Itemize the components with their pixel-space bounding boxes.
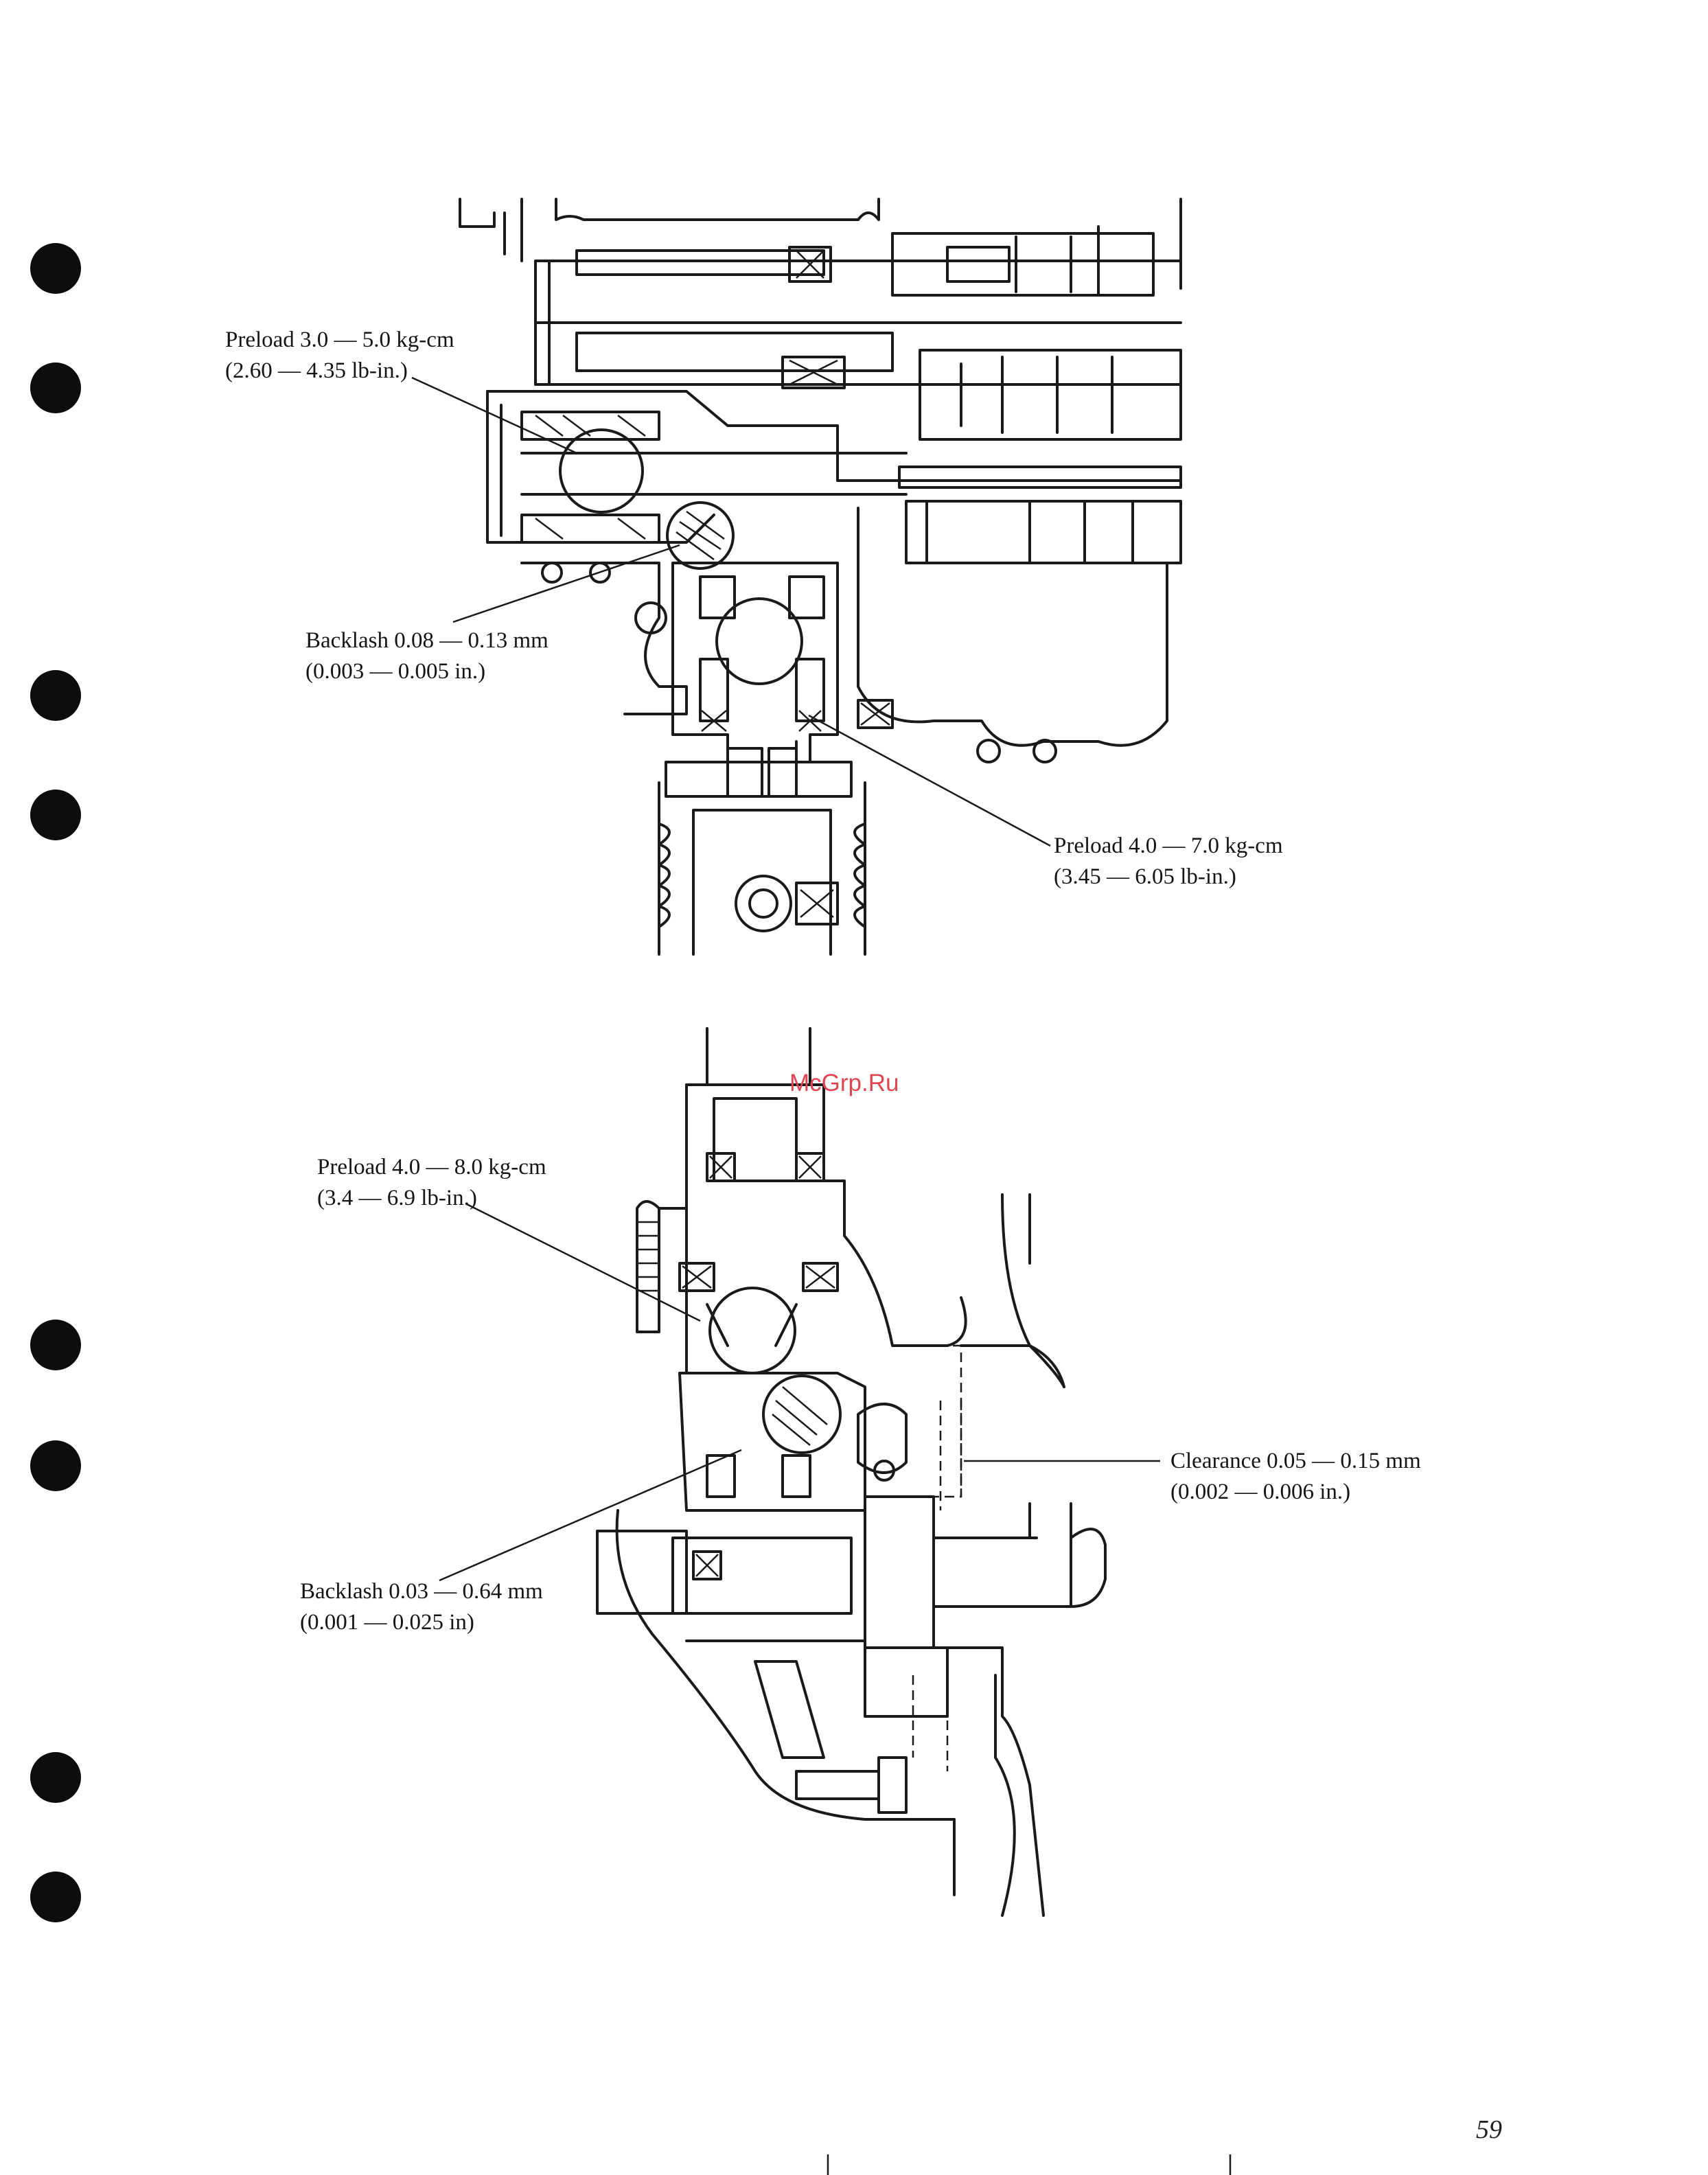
callout-preload-lower: Preload 4.0 — 8.0 kg-cm (3.4 — 6.9 lb-in… — [317, 1152, 546, 1214]
callout-clearance-lower: Clearance 0.05 — 0.15 mm (0.002 — 0.006 … — [1170, 1446, 1421, 1508]
callout-backlash-upper: Backlash 0.08 — 0.13 mm (0.003 — 0.005 i… — [305, 625, 549, 687]
watermark: McGrp.Ru — [789, 1070, 899, 1097]
lower-final-drive-drawing — [439, 1028, 1160, 1915]
callout-backlash-lower: Backlash 0.03 — 0.64 mm (0.001 — 0.025 i… — [300, 1576, 543, 1638]
page-number: 59 — [1476, 2115, 1502, 2145]
callout-preload-upper-pinion: Preload 4.0 — 7.0 kg-cm (3.45 — 6.05 lb-… — [1054, 831, 1283, 893]
callout-preload-upper-input: Preload 3.0 — 5.0 kg-cm (2.60 — 4.35 lb-… — [225, 325, 454, 387]
